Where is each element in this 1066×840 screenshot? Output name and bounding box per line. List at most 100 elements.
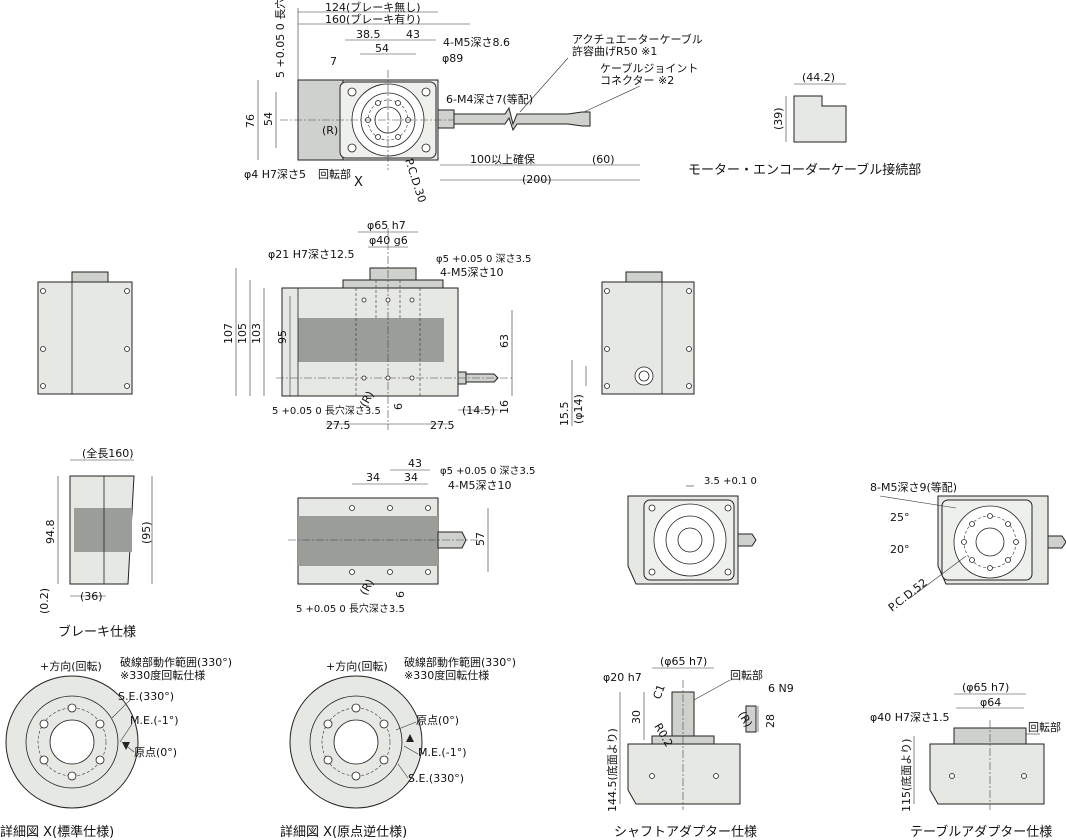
dim-label: 124(ブレーキ無し): [325, 0, 421, 14]
dim-label: 5 +0.05 0 長穴深さ3.5: [296, 602, 405, 615]
detail-label: +方向(回転): [40, 659, 102, 673]
shaft-top: [369, 267, 417, 281]
dim-label: 54: [262, 112, 275, 126]
dim-label: 115(底面より): [899, 739, 913, 812]
dim-label: 5 +0.05 0 長穴深さ3.5: [272, 404, 381, 417]
dim-label: P.C.D.30: [402, 157, 428, 204]
dim-label: (φ65 h7): [660, 655, 707, 668]
dim-label: 4-M5深さ10: [440, 266, 503, 279]
dim-label: (60): [592, 153, 615, 166]
dim-label: 27.5: [430, 419, 455, 432]
dim-label: (φ14): [572, 394, 585, 424]
detail-label: M.E.(-1°): [418, 746, 467, 759]
cable-label: 許容曲げR50 ※1: [572, 44, 657, 58]
dim-label: 6: [392, 403, 405, 410]
dim-label: 30: [630, 710, 643, 724]
side-view: 15.5 (φ14): [558, 271, 695, 427]
stripe-band: [298, 318, 444, 362]
dim-label: (0.2): [38, 588, 51, 614]
dim-label: X: [354, 175, 363, 190]
detail-label: 破線部動作範囲(330°): [120, 655, 232, 669]
m4-hole: [395, 134, 401, 140]
dim-label: 57: [474, 532, 487, 546]
dim-label: (39): [772, 107, 785, 130]
cable-label: アクチュエーターケーブル: [572, 32, 703, 46]
dim-label: 63: [498, 334, 511, 348]
dim-label: 95: [276, 330, 289, 344]
dim-label: 6: [394, 591, 407, 598]
bolt-hole: [347, 143, 357, 153]
pcd52-view: 8-M5深さ9(等配) 25° 20° P.C.D.52: [870, 480, 1066, 614]
detail-label: 破線部動作範囲(330°): [404, 655, 516, 669]
detail-label: S.E.(330°): [118, 690, 174, 703]
key-view: 3.5 +0.1 0: [627, 476, 757, 585]
detail-std: +方向(回転) 破線部動作範囲(330°) ※330度回転仕様 S.E.(330…: [0, 655, 232, 840]
m4-hole: [375, 100, 381, 106]
dim-label: 94.8: [44, 520, 57, 545]
bottom-view: 43 34 34 φ5 +0.05 0 深さ3.5 4-M5深さ10 57 6 …: [288, 457, 535, 615]
detail-label: S.E.(330°): [408, 772, 464, 785]
bolt-hole: [421, 143, 431, 153]
dim-label: 144.5(底面より): [605, 728, 619, 812]
connector-view: (44.2) (39) モーター・エンコーダーケーブル接続部: [688, 71, 921, 178]
dim-label: φ20 h7: [603, 671, 642, 684]
dim-label: (44.2): [802, 71, 835, 84]
dim-label: 回転部: [730, 668, 763, 682]
table-adapter-view: (φ65 h7) φ64 φ40 H7深さ1.5 回転部 115(底面より) テ…: [870, 681, 1061, 840]
shaft-caption: シャフトアダプター仕様: [614, 825, 757, 840]
dim-label: 回転部: [1028, 720, 1061, 734]
dim-label: (200): [522, 173, 552, 186]
detail-rev: +方向(回転) 破線部動作範囲(330°) ※330度回転仕様 原点(0°) M…: [280, 655, 516, 840]
dim-label: 160(ブレーキ有り): [325, 12, 421, 26]
dim-label: 76: [244, 114, 257, 128]
detail-label: 原点(0°): [134, 746, 177, 759]
dim-label: φ64: [980, 696, 1001, 709]
dim-label: 43: [408, 457, 422, 470]
dim-label: φ89: [442, 52, 463, 65]
dim-label: 3.5 +0.1 0: [704, 476, 757, 487]
dim-label: 43: [406, 28, 420, 41]
joint-label: コネクター ※2: [600, 74, 674, 87]
dim-label: 8-M5深さ9(等配): [870, 480, 957, 494]
dim-label: C1: [651, 683, 668, 701]
dim-label: 54: [375, 42, 389, 55]
dim-label: φ21 H7深さ12.5: [268, 248, 355, 261]
shaft-adapter-view: φ20 h7 (φ65 h7) 回転部 6 N9 C1 30 R0.2 (R) …: [603, 655, 794, 840]
top-view: 124(ブレーキ無し) 160(ブレーキ有り) 38.5 43 54 7 4-M…: [244, 0, 703, 204]
end-body: [37, 281, 133, 395]
dim-label: 15.5: [558, 402, 571, 427]
detail-label: 原点(0°): [416, 714, 459, 727]
dim-label: 16: [498, 400, 511, 414]
dim-label: 6-M4深さ7(等配): [446, 92, 533, 106]
dim-label: (95): [140, 521, 153, 544]
brake-caption: ブレーキ仕様: [58, 624, 136, 640]
slot-label: 5 +0.05 0 長穴深さ5: [273, 0, 287, 78]
connector-body: [793, 95, 847, 143]
detail-caption: 詳細図 X(原点逆仕様): [280, 824, 407, 840]
m4-hole: [395, 100, 401, 106]
actuator-cable: [453, 106, 591, 132]
dim-label: 25°: [890, 511, 910, 524]
dim-label: (R): [322, 124, 338, 137]
dim-label: φ65 h7: [367, 219, 406, 232]
dim-label: φ40 g6: [369, 234, 408, 247]
dim-label: 34: [404, 471, 418, 484]
dim-label: P.C.D.52: [886, 576, 930, 614]
dim-label: 4-M5深さ10: [448, 479, 511, 492]
detail-caption: 詳細図 X(標準仕様): [0, 824, 114, 840]
detail-label: ※330度回転仕様: [404, 668, 489, 682]
detail-label: ※330度回転仕様: [120, 668, 205, 682]
dim-label: φ5 +0.05 0 深さ3.5: [436, 253, 531, 265]
connector-caption: モーター・エンコーダーケーブル接続部: [688, 162, 921, 178]
dim-label: 6 N9: [768, 682, 794, 695]
cable-gland: [437, 109, 455, 129]
joint-label: ケーブルジョイント: [600, 61, 698, 75]
dim-label: 100以上確保: [470, 152, 535, 166]
bolt-hole: [421, 87, 431, 97]
dim-label: 7: [330, 55, 337, 68]
dim-label: 38.5: [356, 28, 381, 41]
brake-view: (全長160) 94.8 (95) (0.2) (36) ブレーキ仕様: [38, 446, 153, 640]
shaft-top: [71, 271, 109, 283]
flange-top: [342, 279, 444, 289]
dim-label: 34: [366, 471, 380, 484]
